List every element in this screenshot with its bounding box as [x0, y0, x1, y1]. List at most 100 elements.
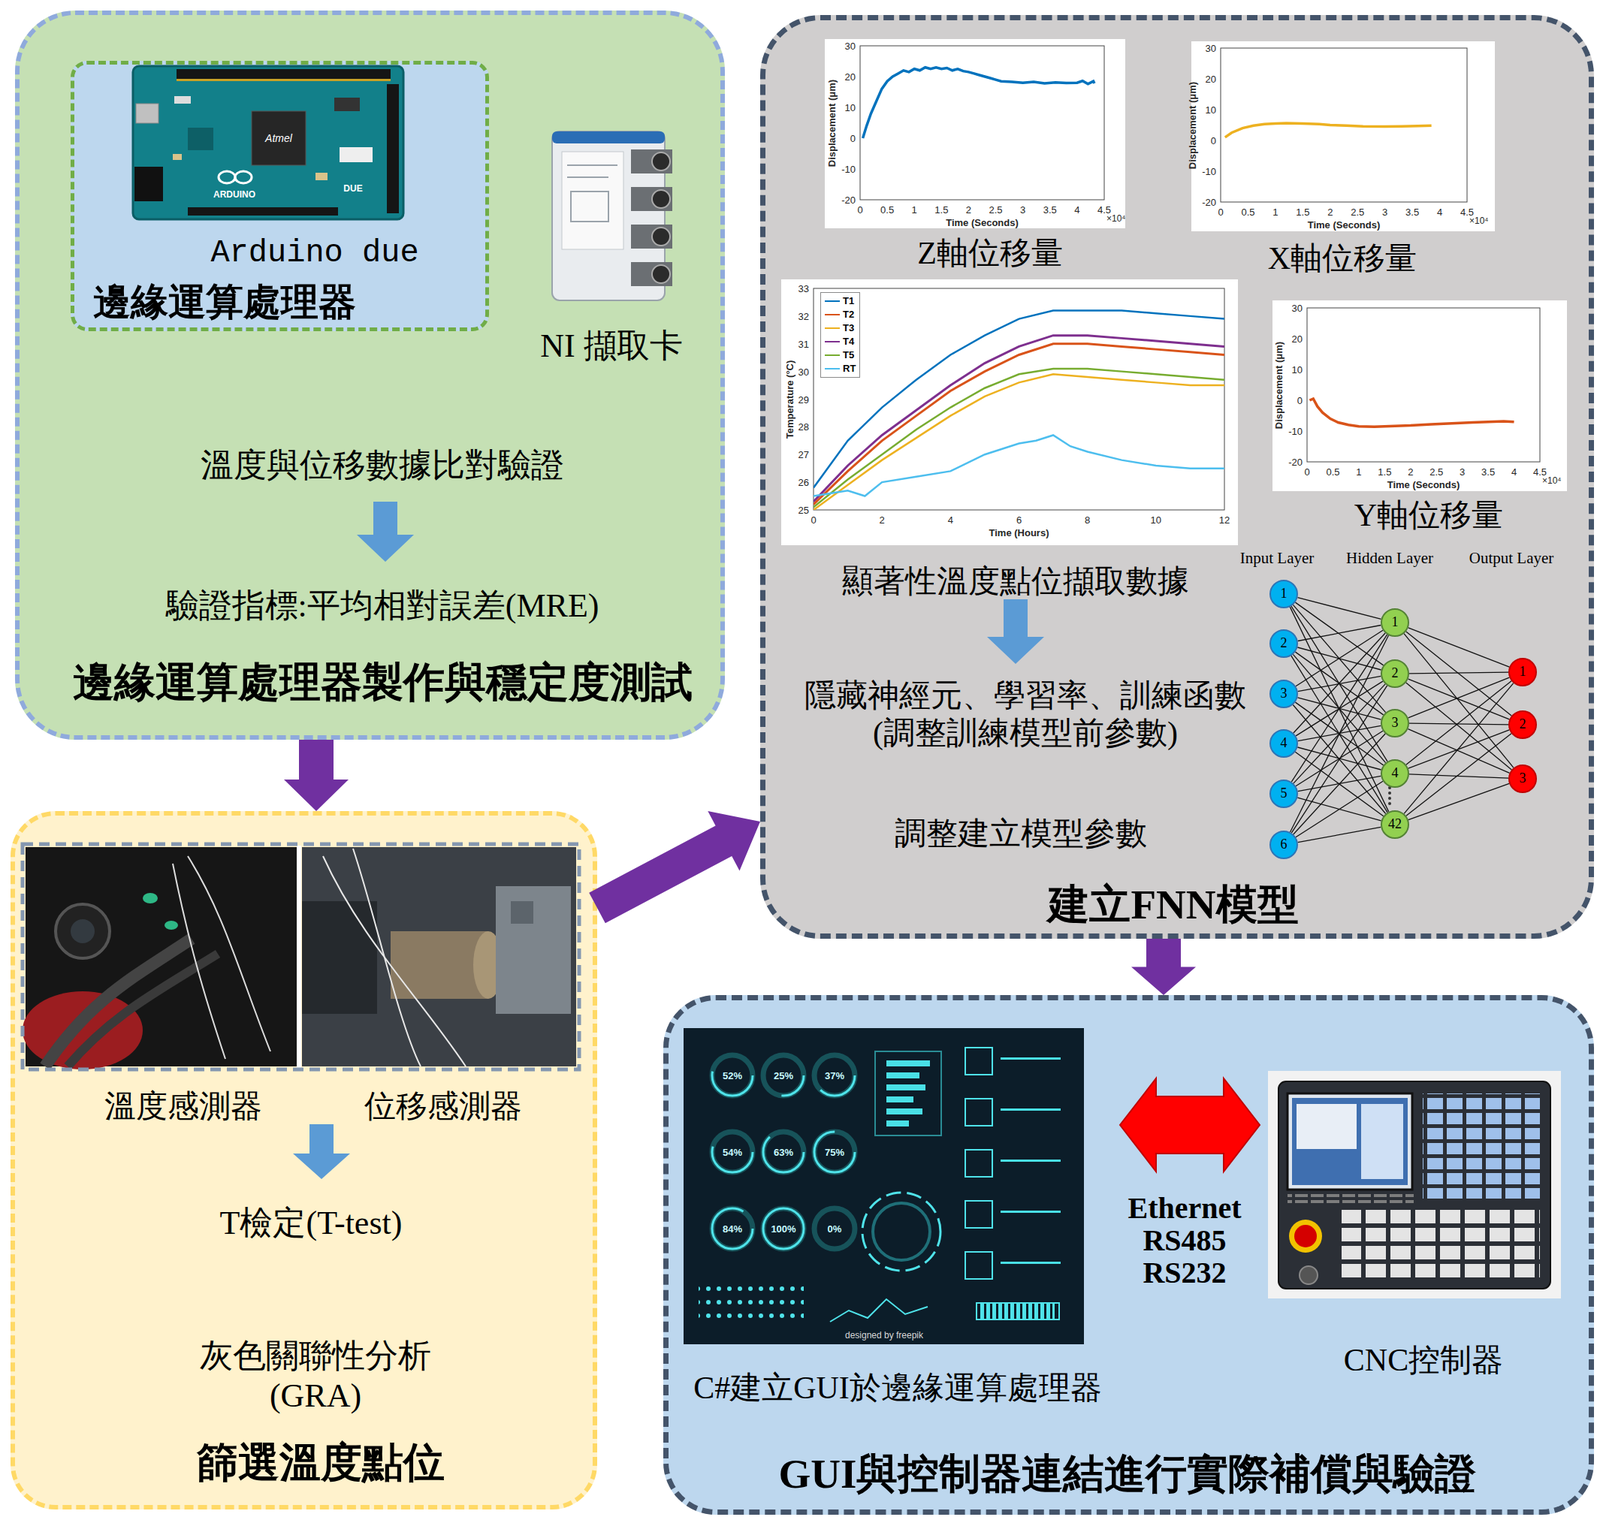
axis-title: Displacement (μm): [826, 78, 839, 167]
axis-title: Time (Hours): [989, 527, 1050, 540]
node-text-slot: 隱藏神經元、學習率、訓練函數 (調整訓練模型前參數): [799, 676, 1253, 753]
tick-label: 2: [1327, 206, 1333, 219]
tick-label: -20: [1201, 196, 1217, 209]
tick-label-slot: 33: [798, 281, 810, 296]
legend-row: T2: [824, 307, 856, 322]
tick-label-slot: 30: [1205, 41, 1217, 55]
gauge-value-slot: 0%: [827, 1222, 843, 1236]
network-link: [1408, 679, 1510, 720]
tick-label: 3.5: [1405, 206, 1419, 219]
tick-label-slot: 10: [1150, 513, 1162, 527]
tick-label-slot: 10: [845, 100, 856, 115]
node-text: C#建立GUI於邊緣運算處理器: [693, 1369, 1102, 1407]
temperature-chart: [781, 279, 1238, 546]
neuron-number: 2: [1391, 665, 1399, 683]
tick-label: 1.5: [1377, 466, 1392, 479]
axis-title: Time (Seconds): [1307, 219, 1381, 232]
tick-label: 0: [850, 132, 856, 145]
tick-label-slot: 4: [1511, 464, 1517, 479]
tick-label-slot: 27: [798, 447, 810, 462]
network-link: [1289, 606, 1389, 813]
tick-label-slot: 8: [1084, 513, 1090, 527]
gauge-value-slot: 54%: [722, 1145, 743, 1160]
layer-label-slot: Input Layer: [1240, 549, 1315, 568]
chip-mark-slot: Atmel: [265, 131, 293, 145]
panel-heading: 邊緣運算處理器: [93, 279, 357, 325]
neuron-number: 2: [1519, 716, 1527, 734]
gauge-value-slot: 63%: [773, 1145, 794, 1160]
network-link: [1409, 672, 1509, 674]
tick-label: 32: [798, 310, 810, 324]
tick-label: 10: [1150, 514, 1162, 527]
chip-mark: Atmel: [265, 132, 293, 145]
flow-arrow: [1131, 938, 1196, 996]
layer-label: Output Layer: [1469, 549, 1555, 568]
neuron-number: 3: [1280, 685, 1288, 703]
tick-label: 33: [798, 283, 810, 296]
legend-row: T3: [824, 321, 856, 336]
tick-label-slot: 26: [798, 475, 810, 490]
neuron-number: 2: [1280, 635, 1288, 653]
tick-label: 4: [1436, 206, 1443, 219]
network-link: [1291, 685, 1387, 834]
tick-label-slot: 0.5: [1325, 464, 1340, 479]
panel-heading-slot: 邊緣運算處理器製作與穩定度測試: [72, 658, 693, 708]
link-label-slot: Ethernet RS485 RS232: [1127, 1192, 1241, 1290]
tick-label-slot: -20: [1288, 455, 1303, 469]
tick-label-slot: 0: [1304, 464, 1310, 479]
tick-label-slot: 2: [966, 202, 972, 217]
axis-title-slot: Time (Seconds): [945, 215, 1019, 230]
axis-exponent-slot: ×10⁴: [1469, 213, 1489, 227]
tick-label-slot: 2: [879, 513, 885, 527]
tick-label: 4: [947, 514, 954, 527]
tick-label: 26: [798, 476, 810, 490]
tick-label: 1: [911, 204, 918, 217]
node-text-slot: 顯著性溫度點位擷取數據: [842, 562, 1190, 601]
tick-label-slot: 28: [798, 419, 810, 434]
layer-label-slot: Output Layer: [1469, 549, 1555, 568]
node-text-slot: C#建立GUI於邊緣運算處理器: [693, 1369, 1102, 1407]
tick-label: 8: [1084, 514, 1090, 527]
node-text-slot: 驗證指標:平均相對誤差(MRE): [166, 586, 600, 627]
tick-label: 0: [1217, 206, 1223, 219]
panel-heading-slot: 建立FNN模型: [1047, 880, 1299, 930]
node-text: Y軸位移量: [1354, 496, 1504, 535]
neuron-circle: 3: [1380, 709, 1410, 738]
tick-label: 31: [798, 338, 810, 351]
node-text: Arduino due: [210, 234, 419, 272]
tick-label: 1: [1355, 466, 1362, 479]
axis-title-slot: Time (Hours): [989, 525, 1050, 540]
neuron-number: 4: [1391, 765, 1399, 782]
network-link: [1406, 733, 1512, 817]
node-text: 調整建立模型參數: [894, 815, 1148, 853]
axis-title-slot: Temperature (°C): [782, 359, 797, 439]
tick-label: 30: [798, 366, 810, 379]
panel-heading: 篩選溫度點位: [196, 1438, 445, 1489]
network-link: [1291, 606, 1388, 762]
board-mark-slot: DUE: [343, 181, 363, 195]
tick-label: 0.5: [1325, 466, 1340, 479]
axis-title-slot: Displacement (μm): [1185, 81, 1199, 169]
tick-label-slot: 3.5: [1043, 202, 1057, 217]
tick-label: -20: [1288, 456, 1303, 469]
axis-title: Time (Seconds): [1387, 479, 1461, 492]
node-text: T檢定(T-test): [220, 1204, 403, 1244]
neuron-number: 3: [1519, 770, 1527, 788]
tick-label: 25: [798, 504, 810, 517]
tick-label: -20: [841, 194, 856, 207]
tick-label-slot: 6: [1016, 513, 1022, 527]
tick-label-slot: 3.5: [1405, 205, 1419, 219]
neuron-circle: 2: [1269, 629, 1299, 659]
axis-title: Displacement (μm): [1273, 341, 1286, 429]
gauge-value-slot: 25%: [773, 1068, 794, 1083]
credit-text: designed by freepik: [845, 1330, 924, 1341]
legend-line: [824, 341, 840, 343]
panel-heading: 邊緣運算處理器製作與穩定度測試: [72, 658, 693, 708]
flow-arrow: [588, 811, 761, 924]
gauge-value: 100%: [770, 1223, 796, 1236]
network-link: [1298, 625, 1382, 642]
tick-label-slot: 1.5: [934, 202, 948, 217]
panel-heading-slot: GUI與控制器連結進行實際補償與驗證: [778, 1449, 1477, 1500]
tick-label: 10: [845, 102, 856, 115]
